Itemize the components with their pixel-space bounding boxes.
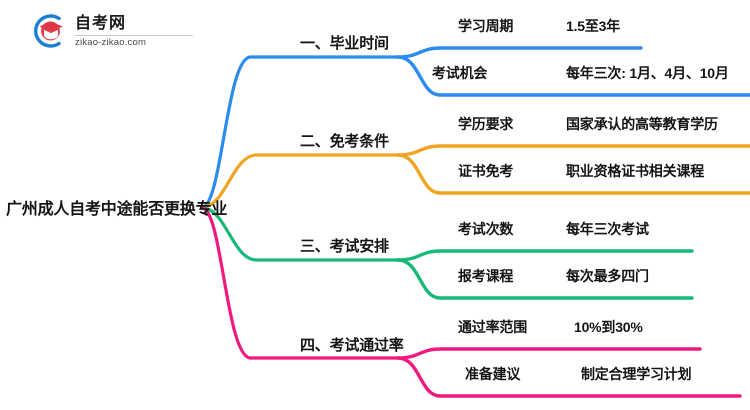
leaf-key: 证书免考 xyxy=(458,163,514,179)
mindmap-root-node[interactable]: 广州成人自考中途能否更换专业 xyxy=(6,201,228,218)
leaf-value: 每年三次: 1月、4月、10月 xyxy=(566,65,729,81)
site-logo: 自考网 zikao-zikao.com xyxy=(28,10,193,52)
leaf-row-exam-pass-rate-0[interactable]: 通过率范围 10%到30% xyxy=(458,314,643,340)
leaf-value: 每年三次考试 xyxy=(566,221,649,237)
branch-label-exam-arrangement[interactable]: 三、考试安排 xyxy=(300,238,389,255)
branch-label-exemption-conditions[interactable]: 二、免考条件 xyxy=(300,133,389,150)
graduation-cap-logo-icon xyxy=(28,11,68,51)
leaf-key: 考试次数 xyxy=(458,221,514,237)
leaf-key: 学历要求 xyxy=(458,116,514,132)
leaf-value: 国家承认的高等教育学历 xyxy=(566,116,718,132)
leaf-value: 职业资格证书相关课程 xyxy=(566,163,704,179)
branch-label-exam-pass-rate[interactable]: 四、考试通过率 xyxy=(300,337,404,354)
leaf-row-graduation-time-1[interactable]: 考试机会 每年三次: 1月、4月、10月 xyxy=(432,60,729,86)
leaf-value: 10%到30% xyxy=(574,319,643,335)
leaf-key: 报考课程 xyxy=(458,268,514,284)
branch-label-graduation-time[interactable]: 一、毕业时间 xyxy=(300,35,389,52)
leaf-value: 1.5至3年 xyxy=(566,18,621,34)
leaf-value: 每次最多四门 xyxy=(566,268,649,284)
logo-divider xyxy=(75,35,193,37)
logo-domain: zikao-zikao.com xyxy=(75,37,147,49)
leaf-key: 考试机会 xyxy=(432,65,488,81)
leaf-value: 制定合理学习计划 xyxy=(581,366,692,382)
logo-title: 自考网 xyxy=(75,15,127,33)
leaf-key: 通过率范围 xyxy=(458,319,527,335)
leaf-row-exam-pass-rate-1[interactable]: 准备建议 制定合理学习计划 xyxy=(465,361,692,387)
leaf-key: 准备建议 xyxy=(465,366,521,382)
leaf-row-exam-arrangement-1[interactable]: 报考课程 每次最多四门 xyxy=(458,263,649,289)
leaf-row-exemption-conditions-1[interactable]: 证书免考 职业资格证书相关课程 xyxy=(458,158,704,184)
leaf-key: 学习周期 xyxy=(458,18,514,34)
logo-text-block: 自考网 zikao-zikao.com xyxy=(75,14,193,48)
leaf-row-graduation-time-0[interactable]: 学习周期 1.5至3年 xyxy=(458,13,620,39)
leaf-row-exemption-conditions-0[interactable]: 学历要求 国家承认的高等教育学历 xyxy=(458,111,718,137)
leaf-row-exam-arrangement-0[interactable]: 考试次数 每年三次考试 xyxy=(458,216,649,242)
